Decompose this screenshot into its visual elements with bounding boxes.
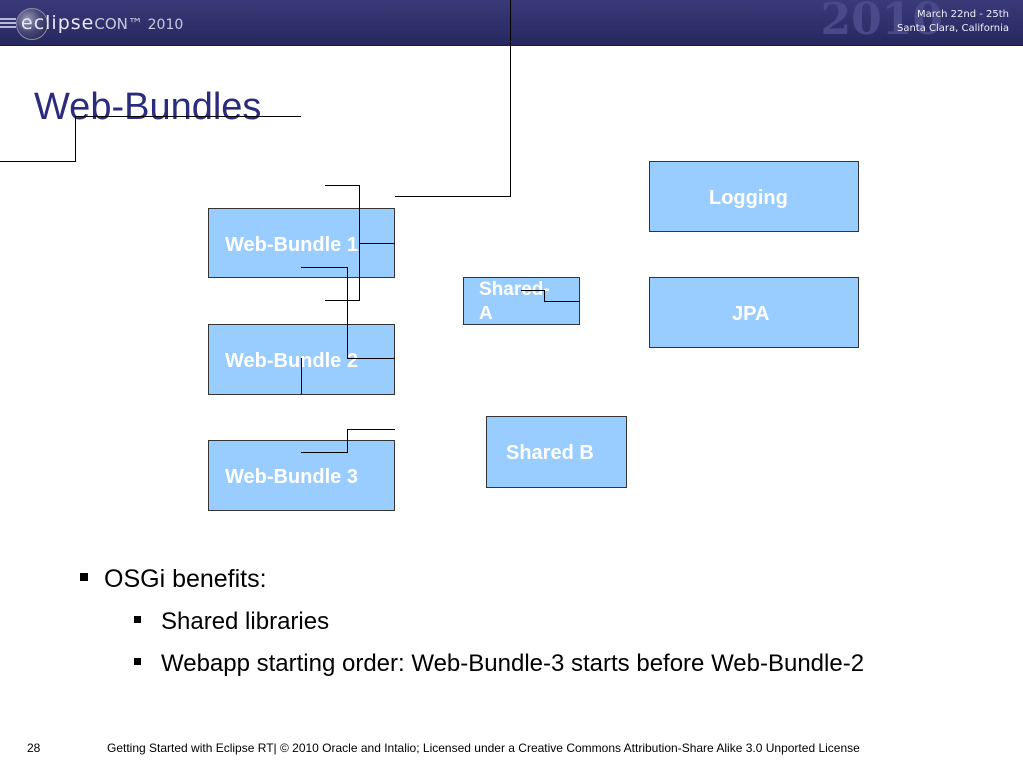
web-bundle-3-label: Web-Bundle 3 bbox=[225, 466, 358, 488]
connector-line bbox=[325, 185, 360, 186]
logo-speed-lines bbox=[0, 18, 16, 30]
connector-line bbox=[395, 196, 511, 197]
logging-label: Logging bbox=[709, 187, 788, 209]
event-dates-line: March 22nd - 25th bbox=[916, 9, 1009, 20]
shared-a-label-line2: A bbox=[479, 306, 493, 324]
square-bullet-icon bbox=[134, 658, 141, 666]
web-bundle-2-label: Web-Bundle 2 bbox=[225, 350, 358, 372]
logo-wordmark: eclipseCON™ 2010 bbox=[21, 12, 184, 34]
connector-line bbox=[347, 267, 348, 359]
logo-brand: eclipse bbox=[21, 12, 95, 34]
connector-line bbox=[301, 267, 348, 268]
shared-a-label-line1: Shared- bbox=[479, 279, 550, 300]
web-bundle-3-box: Web-Bundle 3 bbox=[208, 440, 395, 511]
slide-title: Web-Bundles bbox=[34, 86, 262, 128]
connector-line bbox=[301, 452, 348, 453]
logo-con: CON bbox=[94, 15, 128, 33]
connector-line bbox=[75, 116, 301, 117]
eclipsecon-logo: eclipseCON™ 2010 bbox=[0, 6, 183, 40]
connector-line bbox=[0, 161, 76, 162]
connector-line bbox=[75, 116, 76, 162]
slide-header-banner: eclipseCON™ 2010 2010 March 22nd - 25th … bbox=[0, 0, 1023, 46]
connector-line bbox=[544, 301, 580, 302]
footer-license-text: Getting Started with Eclipse RT| © 2010 … bbox=[107, 741, 860, 755]
connector-line bbox=[521, 290, 545, 291]
connector-line bbox=[347, 429, 348, 452]
sub-bullet-item: Webapp starting order: Web-Bundle-3 star… bbox=[134, 650, 864, 678]
connector-line bbox=[347, 429, 395, 430]
connector-line bbox=[544, 290, 545, 302]
sub-bullet-text: Shared libraries bbox=[161, 608, 330, 635]
connector-line bbox=[359, 185, 360, 300]
web-bundle-1-label: Web-Bundle 1 bbox=[225, 234, 358, 256]
sub-bullet-text: Webapp starting order: Web-Bundle-3 star… bbox=[161, 650, 865, 677]
page-number: 28 bbox=[27, 741, 41, 755]
logo-year: 2010 bbox=[147, 17, 184, 33]
shared-b-box: Shared B bbox=[486, 416, 627, 488]
square-bullet-icon bbox=[80, 573, 88, 582]
connector-line bbox=[359, 243, 395, 244]
logging-box: Logging bbox=[649, 161, 859, 232]
jpa-label: JPA bbox=[732, 303, 770, 325]
square-bullet-icon bbox=[134, 616, 141, 624]
shared-b-label: Shared B bbox=[506, 442, 594, 464]
sub-bullet-item: Shared libraries bbox=[134, 608, 329, 636]
connector-line bbox=[301, 358, 302, 394]
bullet-text: OSGi benefits: bbox=[104, 565, 267, 593]
bullet-item: OSGi benefits: bbox=[80, 565, 267, 594]
connector-line bbox=[510, 0, 511, 197]
event-dates: March 22nd - 25th Santa Clara, Californi… bbox=[897, 8, 1009, 36]
connector-line bbox=[325, 300, 360, 301]
eclipse-orb-icon bbox=[16, 8, 48, 40]
header-year-watermark: 2010 bbox=[820, 0, 943, 45]
event-location-line: Santa Clara, California bbox=[896, 23, 1009, 34]
jpa-box: JPA bbox=[649, 277, 859, 348]
connector-line bbox=[347, 358, 395, 359]
